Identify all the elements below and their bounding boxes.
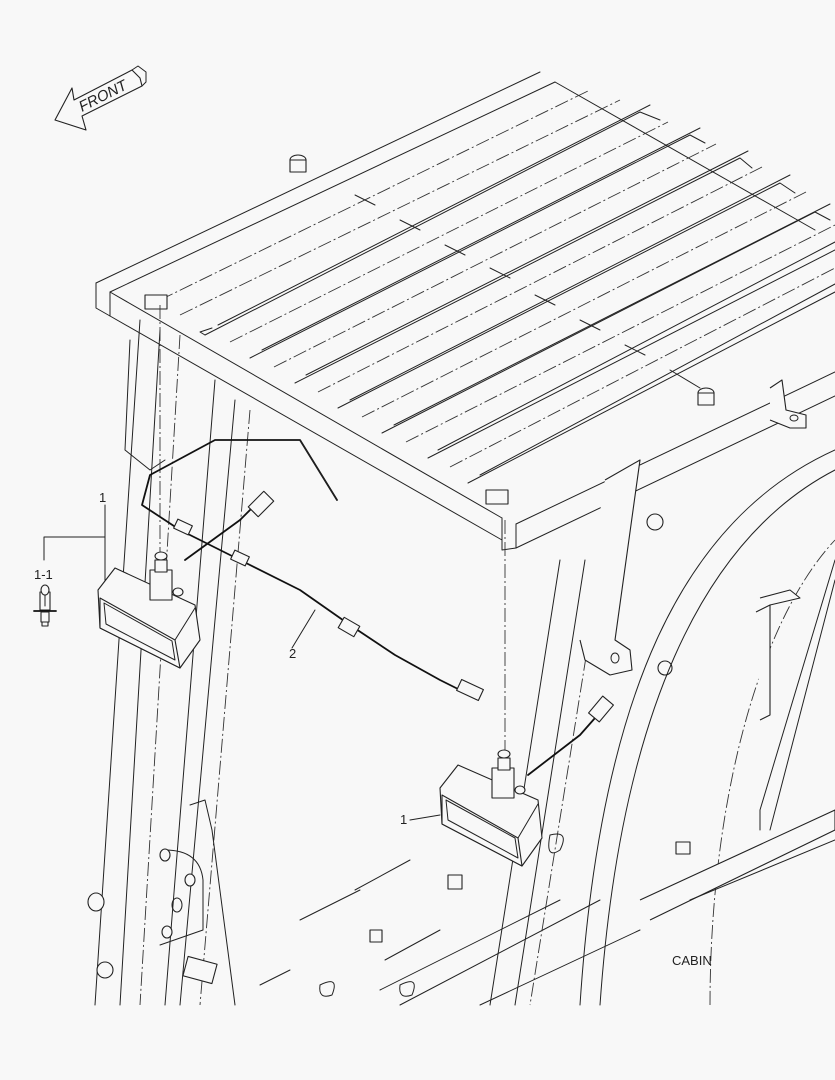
callout-1-left: 1 [99, 490, 107, 505]
work-lamp-left [97, 551, 201, 669]
work-lamp-right [439, 749, 543, 867]
cabin-body [87, 319, 835, 1006]
cabin-roof-frame [95, 71, 835, 551]
callout-1-1: 1-1 [34, 567, 53, 582]
wiring-harness [141, 439, 614, 776]
callout-2: 2 [289, 646, 297, 661]
front-arrow-icon: FRONT [54, 65, 147, 131]
section-title: CABIN [672, 953, 712, 968]
leader-lines [43, 504, 441, 821]
callout-1-right: 1 [400, 812, 408, 827]
halogen-bulb-icon [33, 584, 57, 627]
